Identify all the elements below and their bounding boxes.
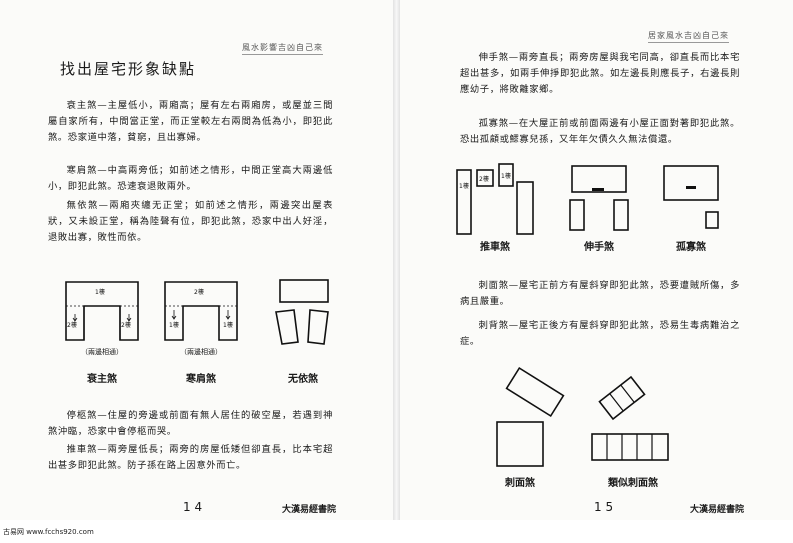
diagram-hanjian: 2樓 1樓 1樓	[164, 281, 238, 341]
left-running-head: 風水影響吉凶自己來	[242, 42, 323, 55]
floor-label-2: 2樓	[67, 321, 77, 329]
tuiche-label-1: 1樓	[459, 182, 469, 190]
paragraph-wuyi: 無依煞—兩廂夾纏无正堂；如前述之情形，兩邊突出屋表狀，又未設正堂，稱為陸聲有位，…	[48, 200, 333, 243]
paragraph-shenshou: 伸手煞—兩旁直長；兩旁房屋與我宅同高，卻直長而比本宅超出甚多，如兩手伸掙即犯此煞…	[460, 52, 740, 95]
floor-label-1b: 1樓	[169, 321, 179, 329]
paragraph-cimian: 刺面煞—屋宅正前方有屋斜穿即犯此煞，恐要遭賊所傷，多病且嚴重。	[460, 280, 740, 307]
caption-cimian: 刺面煞	[505, 478, 535, 489]
subcaption-shuaizhu: （兩邊相通）	[81, 348, 123, 356]
caption-hanjian: 寒肩煞	[186, 374, 216, 385]
floor-label-2b: 2樓	[121, 321, 131, 329]
paragraph-tuiche: 推車煞—兩旁屋低長；兩旁的房屋低矮但卻直長，比本宅超出甚多即犯此煞。防子孫在路上…	[48, 444, 333, 471]
diagram-tuiche: 1樓 2樓 1樓	[456, 163, 534, 235]
right-running-head: 居家風水吉凶自己來	[648, 30, 729, 43]
book-gutter	[393, 0, 400, 520]
tuiche-label-2: 2樓	[479, 175, 489, 183]
diagram-wuyi	[275, 279, 329, 345]
left-page: 風水影響吉凶自己來 找出屋宅形象缺點 衰主煞—主屋低小，兩廂高；屋有左右兩廂房，…	[0, 0, 393, 520]
right-publisher: 大漢易經書院	[690, 505, 745, 515]
paragraph-shuaizhu: 衰主煞—主屋低小，兩廂高；屋有左右兩廂房，或屋並三間屬自家所有，中間當正堂，而正…	[48, 100, 333, 143]
diagram-shenshou	[569, 165, 629, 231]
tuiche-label-1b: 1樓	[501, 172, 511, 180]
floor-label-1: 1樓	[95, 288, 105, 296]
floor-label-2c: 2樓	[194, 288, 204, 296]
caption-tuiche: 推車煞	[480, 242, 510, 253]
caption-shenshou: 伸手煞	[584, 242, 614, 253]
diagram-gugua	[663, 165, 719, 229]
diagram-shuaizhu: 1樓 2樓 2樓	[65, 281, 139, 341]
left-publisher: 大漢易經書院	[282, 505, 337, 515]
paragraph-hanjian: 寒肩煞—中高兩旁低；如前述之情形，中間正堂高大兩邊低小，即犯此煞。恐速衰退敗兩外…	[48, 165, 333, 192]
floor-label-1c: 1樓	[223, 321, 233, 329]
diagram-cimian	[496, 366, 565, 467]
diagram-leisi-cimian	[591, 375, 669, 461]
caption-wuyi: 无依煞	[288, 374, 318, 385]
section-title: 找出屋宅形象缺點	[60, 60, 197, 78]
paragraph-gugua: 孤寡煞—在大屋正前或前面兩邊有小屋正面對著即犯此煞。恐出孤顧或鰥寡兒孫，又年年欠…	[460, 118, 740, 145]
caption-shuaizhu: 衰主煞	[87, 374, 117, 385]
right-page-number: 1 5	[594, 500, 614, 514]
caption-leisi-cimian: 類似刺面煞	[608, 478, 658, 489]
site-credit[interactable]: 古易网 www.fcchs920.com	[3, 528, 94, 536]
caption-gugua: 孤寡煞	[676, 242, 706, 253]
paragraph-cibei: 刺背煞—屋宅正後方有屋斜穿即犯此煞，恐易生毒病難治之症。	[460, 320, 740, 347]
right-page: 居家風水吉凶自己來 伸手煞—兩旁直長；兩旁房屋與我宅同高，卻直長而比本宅超出甚多…	[400, 0, 793, 520]
paragraph-tingjiu: 停柩煞—住屋的旁邊或前面有無人居住的破空屋，若遇到神煞沖臨，恐家中會停柩而哭。	[48, 410, 333, 437]
left-page-number: 1 4	[183, 500, 203, 514]
subcaption-hanjian: （兩邊相通）	[180, 348, 222, 356]
